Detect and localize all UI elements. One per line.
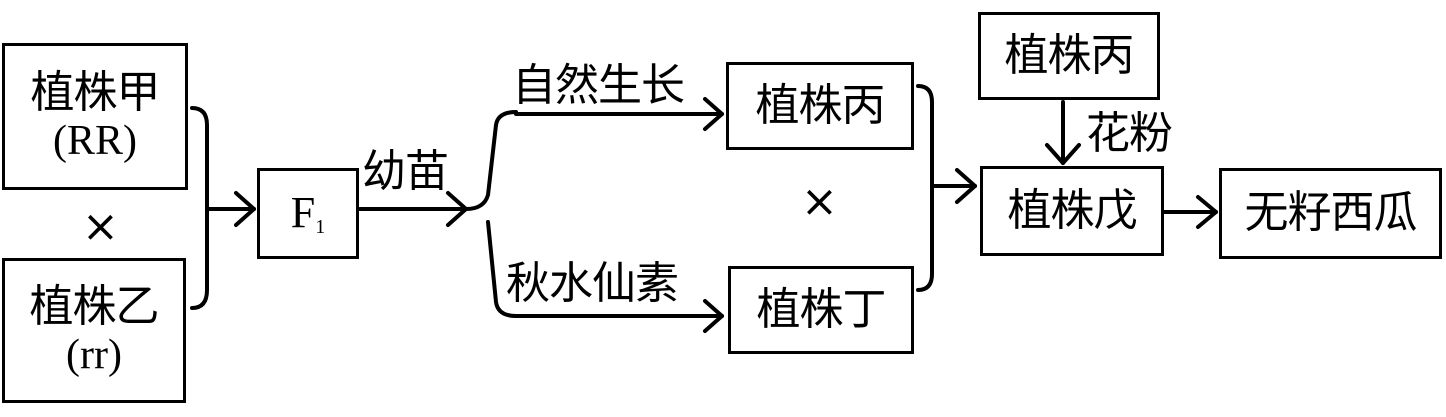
plant-ding-box: 植株丁: [728, 266, 914, 354]
arrow-to-result-head: [1196, 195, 1218, 229]
arrow-pollen-head: [1045, 143, 1081, 165]
result-box: 无籽西瓜: [1219, 168, 1442, 259]
plant-bing-top-box: 植株丙: [978, 12, 1160, 100]
arrow-to-bing-head: [703, 97, 724, 131]
arrow-to-wu-head: [955, 168, 977, 204]
plant-ding-label: 植株丁: [756, 283, 887, 335]
natural-growth-label: 自然生长: [512, 60, 685, 111]
plant-wu-label: 植株戊: [1007, 184, 1138, 236]
plant-bing-label: 植株丙: [755, 79, 886, 131]
colchicine-label: 秋水仙素: [506, 258, 679, 309]
cross-symbol-parents: ×: [82, 201, 119, 252]
plant-jia-genotype: (RR): [53, 117, 137, 164]
f1-box: F1: [257, 168, 359, 259]
seedling-label: 幼苗: [362, 146, 449, 197]
plant-jia-label: 植株甲: [30, 67, 161, 119]
bracket-cross: [916, 84, 934, 292]
arrow-to-f1-head: [234, 191, 256, 227]
plant-yi-label: 植株乙: [29, 281, 160, 333]
pollen-label: 花粉: [1086, 108, 1173, 159]
f1-label: F1: [290, 188, 326, 238]
plant-wu-box: 植株戊: [980, 166, 1164, 256]
f1-letter: F: [290, 188, 316, 237]
plant-yi-genotype: (rr): [66, 331, 122, 378]
plant-yi-box: 植株乙 (rr): [2, 258, 186, 403]
bracket-branch: [464, 110, 518, 318]
f1-subscript: 1: [315, 216, 326, 238]
plant-bing-top-label: 植株丙: [1004, 29, 1135, 81]
bracket-parents: [190, 106, 209, 310]
plant-jia-box: 植株甲 (RR): [2, 43, 188, 190]
arrow-to-ding-head: [703, 299, 724, 333]
cross-symbol-bing-ding: ×: [801, 176, 838, 227]
result-label: 无籽西瓜: [1244, 187, 1418, 239]
plant-bing-box: 植株丙: [726, 62, 914, 150]
